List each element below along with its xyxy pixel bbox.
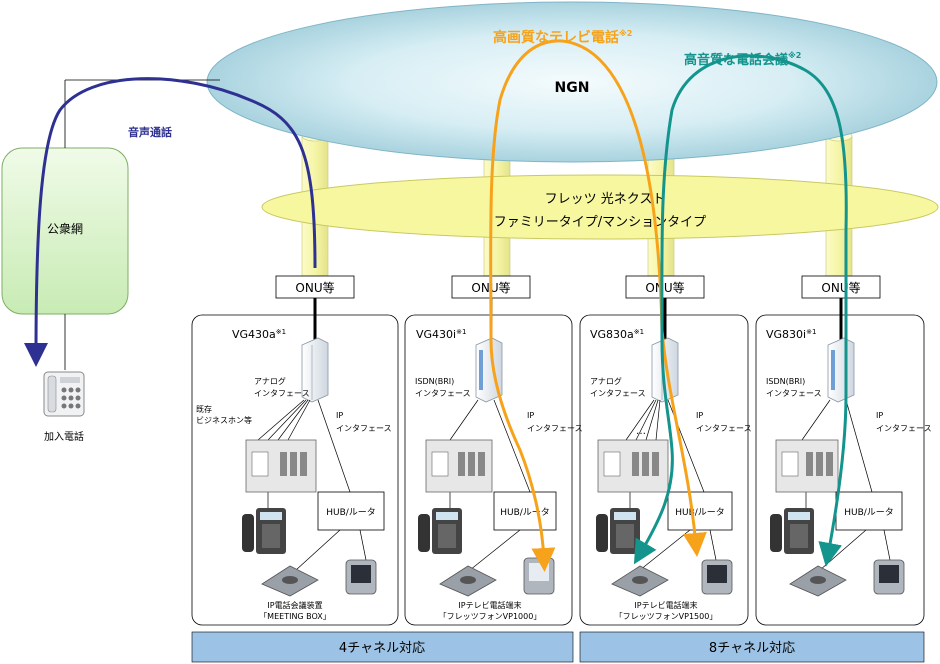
video-phone-icon-3 — [701, 559, 733, 595]
hub-box-2 — [493, 491, 557, 531]
hd-audio-path-2 — [633, 339, 674, 565]
vg830i-if1: ISDN(BRI) — [766, 377, 805, 386]
video-phone-icon-2 — [523, 557, 555, 595]
public-network-label: 公衆網 — [47, 222, 83, 236]
vg430a-legacy2: ビジネスホン等 — [196, 415, 252, 425]
pbx-unit-3 — [597, 439, 669, 493]
voice-call-path — [24, 77, 317, 367]
footer-8ch-box — [579, 631, 925, 663]
video-phone-icon-1 — [345, 559, 377, 595]
business-phone-icon-1 — [242, 508, 286, 554]
vg830a-if1: アナログ — [590, 376, 622, 386]
ip-label-3: IP — [696, 411, 703, 420]
vg830i-model: VG830i※1 — [766, 328, 816, 341]
hq-video-label: 高画質なテレビ電話※2 — [493, 28, 632, 46]
ip-label-4: IP — [876, 411, 883, 420]
footer-4ch-label: 4チャネル対応 — [339, 641, 425, 656]
flets-ellipse — [261, 174, 939, 240]
vg830i-if2: インタフェース — [766, 389, 822, 398]
hd-video-path-2 — [489, 339, 556, 572]
vg830a-dev2: 「フレッツフォンVP1500」 — [615, 612, 718, 621]
onu-label-1: ONU等 — [295, 281, 334, 295]
panel-vg430a — [191, 314, 399, 626]
vg430i-if2: インタフェース — [415, 389, 471, 398]
onu-label-4: ONU等 — [821, 281, 860, 295]
hq-audio-label: 高音質な電話会議※2 — [684, 50, 801, 68]
flets-label-1: フレッツ 光ネクスト — [545, 192, 666, 207]
vg430a-legacy1: 既存 — [196, 404, 212, 414]
business-phone-icon-2 — [418, 508, 462, 554]
hub-label-2: HUB/ルータ — [500, 507, 550, 518]
subscriber-phone-label: 加入電話 — [44, 430, 84, 443]
pbx-unit-1 — [245, 439, 317, 493]
hub-label-4: HUB/ルータ — [844, 507, 894, 518]
panel-vg430i — [404, 314, 573, 626]
business-phone-icon-3 — [596, 508, 640, 554]
ip-if-label-1: インタフェース — [336, 424, 392, 433]
hub-box-1 — [317, 491, 385, 531]
ip-if-label-4: インタフェース — [876, 424, 932, 433]
vg430i-if1: ISDN(BRI) — [415, 377, 454, 386]
footer-4ch-box — [191, 631, 574, 663]
pbx-unit-4 — [775, 439, 839, 493]
flets-label-2: ファミリータイプ/マンションタイプ — [494, 215, 706, 230]
hub-label-3: HUB/ルータ — [675, 507, 725, 518]
voice-call-label: 音声通話 — [128, 125, 172, 139]
vg430a-if2: インタフェース — [254, 389, 310, 398]
vg430a-model: VG430a※1 — [232, 328, 286, 341]
ngn-ellipse — [206, 1, 938, 163]
ngn-label: NGN — [555, 80, 590, 96]
ip-if-label-2: インタフェース — [527, 424, 583, 433]
footer-8ch-label: 8チャネル対応 — [709, 641, 795, 656]
conference-unit-icon-3 — [611, 565, 669, 597]
conference-unit-icon-4 — [789, 565, 847, 597]
ip-if-label-3: インタフェース — [696, 424, 752, 433]
vg430a-dev1: IP電話会議装置 — [267, 600, 322, 610]
vg830a-model: VG830a※1 — [590, 328, 644, 341]
video-phone-icon-4 — [873, 559, 905, 595]
vg430a-device-icon — [301, 337, 329, 403]
vg430a-dev2: 「MEETING BOX」 — [259, 612, 331, 621]
vg830a-dev1: IPテレビ電話端末 — [634, 600, 697, 610]
subscriber-phone-icon — [43, 371, 85, 417]
conference-unit-icon-2 — [439, 565, 497, 597]
vg430i-dev2: 「フレッツフォンVP1000」 — [439, 612, 542, 621]
hub-box-4 — [835, 491, 903, 531]
ip-label-2: IP — [527, 411, 534, 420]
vg430i-dev1: IPテレビ電話端末 — [458, 600, 521, 610]
ip-label-1: IP — [336, 411, 343, 420]
hub-box-3 — [667, 491, 733, 531]
vg830a-dots: … — [636, 426, 646, 437]
onu-label-3: ONU等 — [645, 281, 684, 295]
vg830i-device-icon — [827, 337, 855, 403]
hd-video-path-1 — [489, 39, 707, 557]
hub-label-1: HUB/ルータ — [326, 507, 376, 518]
vg430i-model: VG430i※1 — [416, 328, 466, 341]
business-phone-icon-4 — [770, 508, 814, 554]
vg430a-if1: アナログ — [254, 376, 286, 386]
conference-unit-icon-1 — [261, 565, 319, 597]
hd-audio-path-1 — [660, 54, 848, 567]
vg830a-if2: インタフェース — [590, 389, 646, 398]
pbx-unit-2 — [425, 439, 493, 493]
